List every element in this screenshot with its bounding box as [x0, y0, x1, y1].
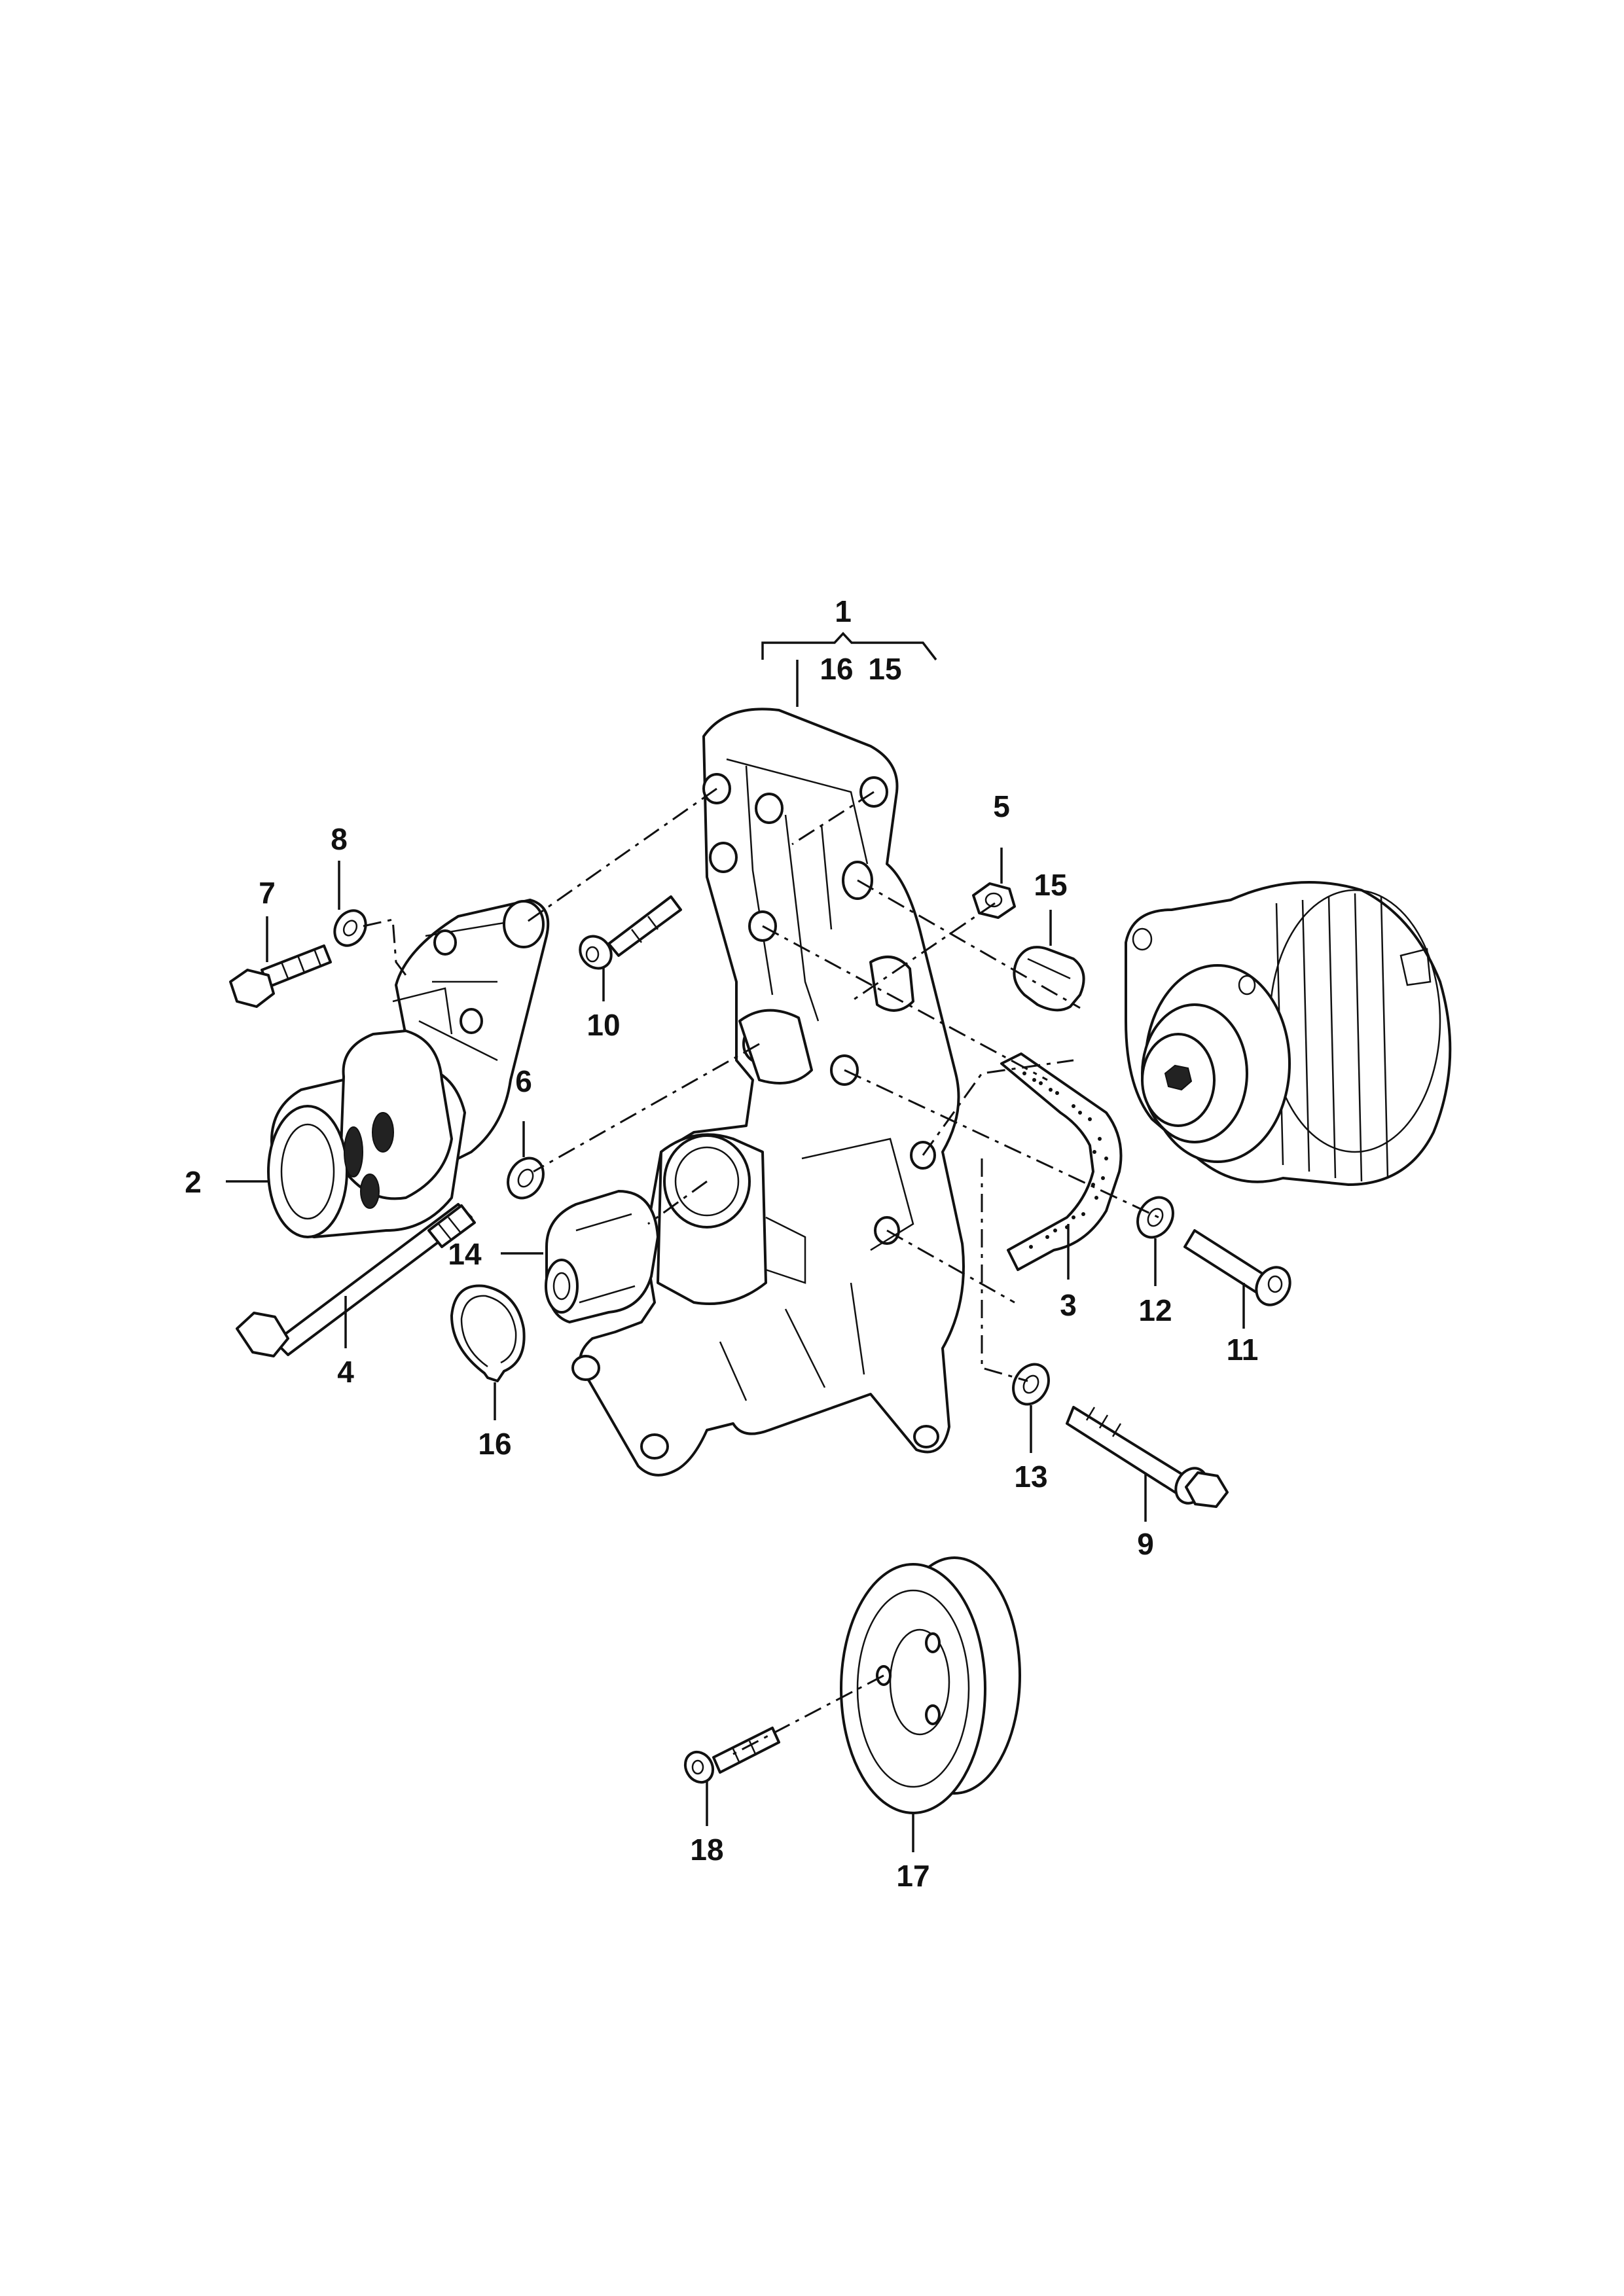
group-bracket-1 [761, 632, 937, 707]
callout-11: 11 [1227, 1333, 1259, 1367]
callout-10: 10 [586, 1008, 620, 1042]
callout-8: 8 [331, 822, 348, 856]
callout-2: 2 [185, 1165, 202, 1199]
circlip-part-16 [450, 1284, 526, 1420]
washer-part-8 [333, 861, 367, 947]
callout-18: 18 [690, 1833, 723, 1867]
tensioner-part-2 [226, 899, 550, 1238]
callout-16: 16 [478, 1427, 511, 1461]
callout-12: 12 [1138, 1293, 1172, 1327]
nut-part-5 [972, 848, 1016, 919]
callout-5: 5 [993, 789, 1010, 823]
callout-15: 15 [1034, 868, 1067, 902]
callout-1-sub-16: 16 [820, 652, 853, 686]
socket-bolt-part-10 [579, 895, 682, 1001]
callout-3: 3 [1060, 1288, 1077, 1322]
callout-6: 6 [515, 1064, 532, 1098]
assembly-lines [363, 787, 1159, 1755]
callout-13: 13 [1014, 1460, 1047, 1494]
hex-bolt-part-7 [229, 916, 332, 1008]
washer-part-13 [1012, 1363, 1050, 1453]
callout-7: 7 [259, 876, 276, 910]
callout-17: 17 [896, 1859, 929, 1893]
clamp-sleeve-part-15 [1013, 910, 1085, 1012]
callout-1-sub-15: 15 [868, 652, 901, 686]
alternator [1125, 881, 1452, 1186]
callout-labels: 1 16 15 2 3 4 5 6 7 8 9 10 11 12 13 14 1… [185, 594, 1258, 1893]
callout-4: 4 [337, 1355, 354, 1389]
washer-part-6 [507, 1121, 545, 1200]
callout-14: 14 [448, 1237, 482, 1271]
flange-bolt-part-9 [1066, 1406, 1229, 1522]
socket-bolt-part-11 [1183, 1229, 1291, 1329]
callout-1: 1 [835, 594, 852, 628]
bracket-strip-part-3 [1000, 1052, 1123, 1280]
long-bolt-part-4 [236, 1203, 476, 1357]
socket-screw-part-18 [683, 1727, 780, 1826]
main-bracket-part-1 [571, 708, 965, 1477]
bushing-part-14 [501, 1190, 659, 1323]
washer-part-12 [1136, 1196, 1174, 1286]
pulley-part-17 [840, 1556, 1021, 1852]
callout-9: 9 [1137, 1527, 1154, 1561]
